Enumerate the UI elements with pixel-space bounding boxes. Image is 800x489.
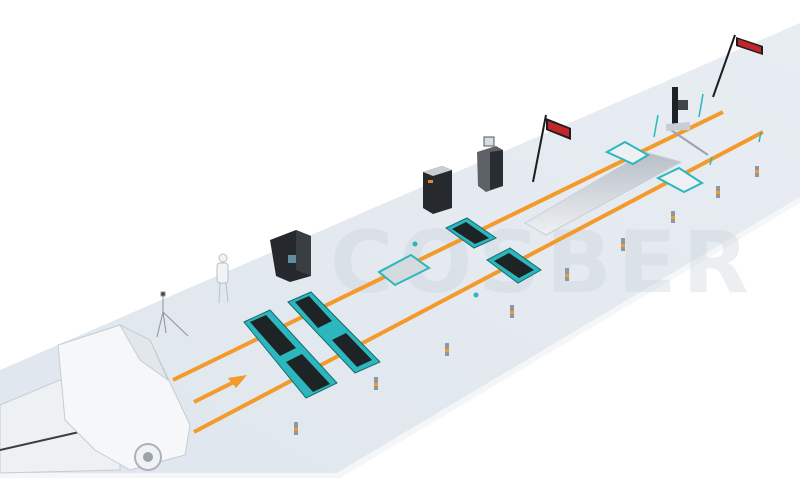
led-sign-2 [712,34,763,98]
bollard [671,211,675,223]
roller-set [286,354,330,392]
sensor-dot [412,241,418,247]
inspection-pit [524,151,683,236]
sensor-dot [473,292,479,298]
sound-meter-tripod [156,291,189,338]
guide-posts [653,93,762,166]
truck [0,323,191,474]
led-sign-1 [532,114,571,183]
control-cabinet-2 [423,166,452,214]
direction-arrow-shaft [193,378,239,404]
direction-arrow-head [228,375,247,388]
pit-rail [667,127,709,156]
roller-set [332,333,372,367]
roller-plate-4 [486,247,542,284]
person-figure [216,253,229,304]
pit-plate-1 [604,140,650,166]
bollard [565,268,569,281]
sideslip-plate [377,253,431,287]
bollard [621,238,625,251]
headlight-tester [666,87,690,131]
roller-set [250,315,296,356]
bollard [445,343,449,356]
brake-tester-plate-1 [243,309,338,399]
bollard [755,166,759,177]
roller-plate-3 [445,217,498,249]
bollard [510,305,514,318]
control-cabinet-1 [270,230,311,282]
bollards [294,166,759,435]
floor-platform [0,23,800,473]
bollard [716,186,720,198]
bollard [294,422,298,435]
bollard [374,377,378,390]
computer-kiosk [477,136,503,192]
truck-windshield [118,323,170,382]
brake-tester-plate-2 [287,291,381,374]
roller-set [295,296,332,328]
pit-plate-2 [655,166,705,194]
